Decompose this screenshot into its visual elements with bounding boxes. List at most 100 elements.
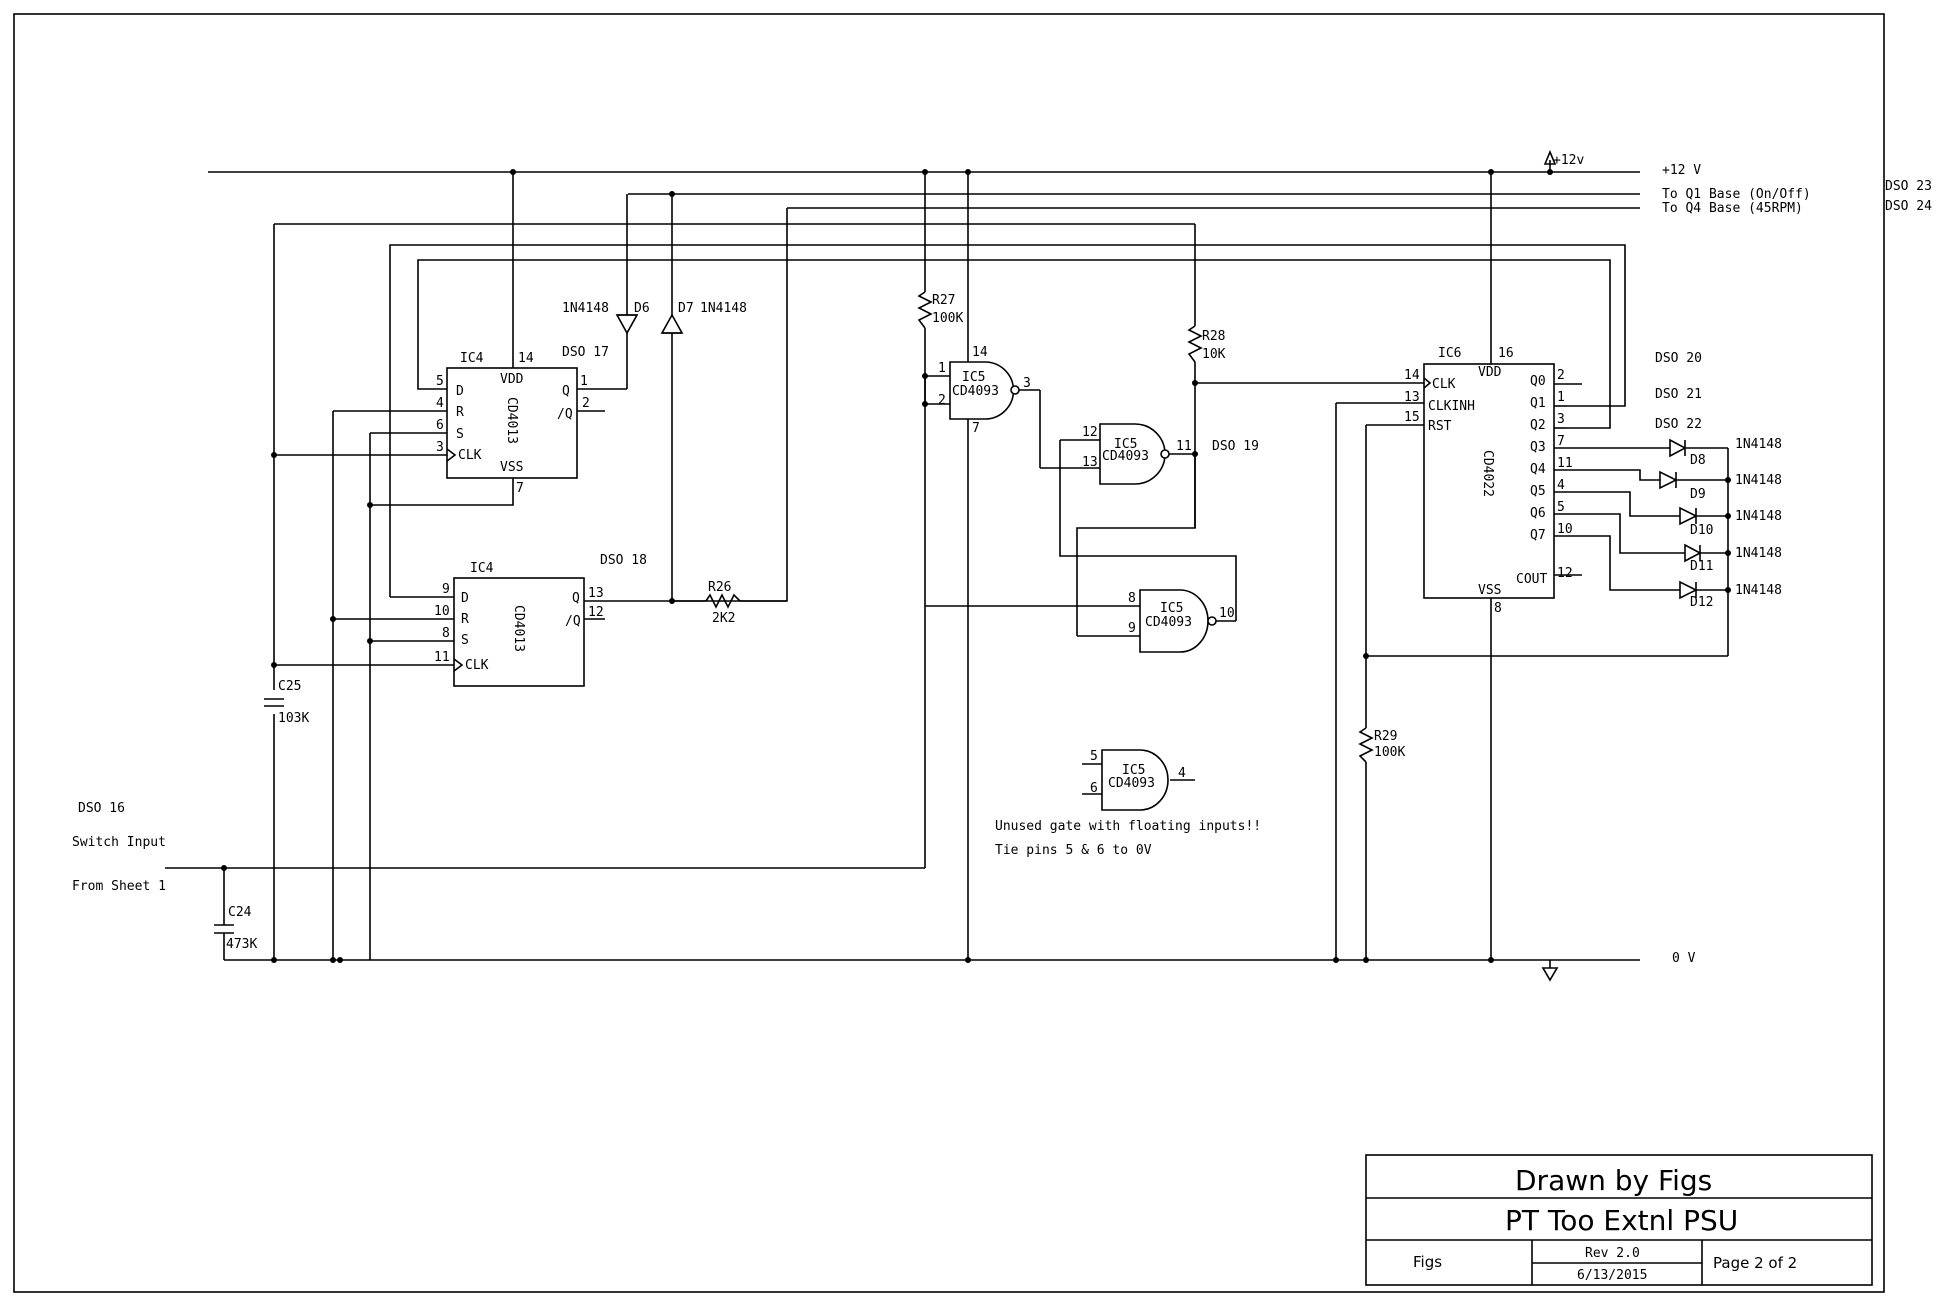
svg-text:D11: D11 — [1690, 559, 1713, 574]
resistor-r28: R28 10K — [1187, 325, 1226, 363]
svg-text:DSO 20: DSO 20 — [1655, 351, 1702, 366]
svg-text:Switch Input: Switch Input — [72, 835, 166, 850]
svg-text:CD4093: CD4093 — [952, 384, 999, 399]
svg-text:10K: 10K — [1202, 347, 1226, 362]
dso-23-label: DSO 23 — [1885, 179, 1932, 194]
svg-text:5: 5 — [1090, 749, 1098, 764]
ic5-gate-a: IC5 CD4093 1 2 3 14 7 — [925, 172, 1040, 960]
svg-text:3: 3 — [1557, 412, 1565, 427]
svg-text:4: 4 — [436, 396, 444, 411]
svg-text:CD4013: CD4013 — [511, 605, 526, 652]
svg-text:CLK: CLK — [1432, 377, 1456, 392]
drawing-title: PT Too Extnl PSU — [1505, 1204, 1738, 1237]
author: Figs — [1413, 1253, 1442, 1271]
svg-text:/Q: /Q — [557, 407, 573, 422]
diode-d7: D7 1N4148 — [660, 301, 747, 334]
svg-text:R28: R28 — [1202, 329, 1225, 344]
ic6-counter: IC6 16 VDD VSS 8 CD4022 CLK CLKINH RST 1… — [1336, 172, 1582, 960]
diode-d6: 1N4148 D6 — [562, 301, 650, 335]
ic5-gate-b: IC5 CD4093 12 13 11 — [1040, 423, 1195, 485]
q1-base-label: To Q1 Base (On/Off) — [1662, 187, 1811, 202]
svg-text:COUT: COUT — [1516, 572, 1547, 587]
wires-reset: R29 100K — [1335, 403, 1405, 960]
svg-text:D9: D9 — [1690, 487, 1706, 502]
svg-text:D: D — [461, 591, 469, 606]
wires-gates: DSO 19 — [924, 172, 1424, 868]
svg-text:1: 1 — [1557, 390, 1565, 405]
svg-text:IC4: IC4 — [470, 561, 494, 576]
svg-text:/Q: /Q — [565, 614, 581, 629]
svg-text:11: 11 — [1557, 456, 1573, 471]
ic5-gate-c: IC5 CD4093 8 9 10 — [925, 589, 1236, 653]
svg-text:3: 3 — [1023, 376, 1031, 391]
svg-text:RST: RST — [1428, 419, 1452, 434]
svg-text:2: 2 — [938, 393, 946, 408]
svg-text:14: 14 — [1404, 368, 1420, 383]
svg-text:CD4093: CD4093 — [1102, 449, 1149, 464]
svg-text:2K2: 2K2 — [712, 611, 735, 626]
svg-text:7: 7 — [972, 421, 980, 436]
svg-text:8: 8 — [1494, 601, 1502, 616]
svg-text:7: 7 — [1557, 434, 1565, 449]
svg-text:CD4022: CD4022 — [1480, 450, 1495, 497]
svg-text:IC6: IC6 — [1438, 346, 1461, 361]
svg-text:R27: R27 — [932, 293, 955, 308]
svg-text:6: 6 — [1090, 781, 1098, 796]
svg-text:2: 2 — [582, 396, 590, 411]
svg-text:Q: Q — [572, 591, 580, 606]
svg-text:1N4148: 1N4148 — [1735, 473, 1782, 488]
svg-text:1: 1 — [938, 361, 946, 376]
svg-text:1N4148: 1N4148 — [1735, 583, 1782, 598]
svg-text:C25: C25 — [278, 679, 301, 694]
svg-text:DSO 18: DSO 18 — [600, 553, 647, 568]
sheet-border — [13, 13, 1885, 1293]
rails: +12v +12 V To Q1 Base (On/Off) To Q4 Bas… — [208, 149, 1932, 982]
svg-text:4: 4 — [1178, 766, 1186, 781]
ic4-flipflop-a: IC4 14 DSO 17 D R S CLK VDD VSS Q /Q CD4… — [274, 345, 627, 496]
capacitor-c25: C25 103K — [264, 679, 309, 726]
q4-base-label: To Q4 Base (45RPM) — [1662, 201, 1803, 216]
svg-text:From Sheet 1: From Sheet 1 — [72, 879, 166, 894]
svg-text:1N4148: 1N4148 — [1735, 546, 1782, 561]
svg-text:IC4: IC4 — [460, 351, 484, 366]
revision: Rev 2.0 — [1585, 1246, 1640, 1261]
svg-text:12: 12 — [1557, 566, 1573, 581]
drawn-by: Drawn by Figs — [1515, 1164, 1712, 1197]
svg-text:100K: 100K — [932, 311, 963, 326]
svg-text:4: 4 — [1557, 478, 1565, 493]
svg-text:Q6: Q6 — [1530, 506, 1546, 521]
ic5-gate-unused: IC5 CD4093 5 6 4 — [1082, 749, 1195, 811]
svg-text:473K: 473K — [226, 937, 257, 952]
svg-text:14: 14 — [972, 345, 988, 360]
dso-24-label: DSO 24 — [1885, 199, 1932, 214]
svg-text:D6: D6 — [634, 301, 650, 316]
svg-text:9: 9 — [1128, 621, 1136, 636]
svg-text:CLKINH: CLKINH — [1428, 399, 1475, 414]
svg-text:DSO 21: DSO 21 — [1655, 387, 1702, 402]
svg-text:CD4013: CD4013 — [504, 397, 519, 444]
svg-text:12: 12 — [588, 605, 604, 620]
svg-text:10: 10 — [1557, 522, 1573, 537]
svg-text:IC5: IC5 — [1122, 763, 1145, 778]
switch-input: DSO 16 Switch Input From Sheet 1 C24 473… — [72, 801, 925, 960]
svg-text:8: 8 — [442, 626, 450, 641]
svg-text:D: D — [456, 384, 464, 399]
svg-text:11: 11 — [434, 650, 450, 665]
svg-text:Q7: Q7 — [1530, 528, 1546, 543]
svg-text:R29: R29 — [1374, 729, 1397, 744]
svg-text:Q5: Q5 — [1530, 484, 1546, 499]
junctions — [221, 169, 1731, 963]
note-line2: Tie pins 5 & 6 to 0V — [995, 843, 1152, 858]
svg-text:1N4148: 1N4148 — [1735, 509, 1782, 524]
svg-text:11: 11 — [1176, 439, 1192, 454]
svg-text:CLK: CLK — [458, 448, 482, 463]
svg-text:Q4: Q4 — [1530, 462, 1546, 477]
svg-text:Q3: Q3 — [1530, 440, 1546, 455]
svg-text:R: R — [461, 612, 469, 627]
svg-text:Q0: Q0 — [1530, 374, 1546, 389]
svg-text:Q: Q — [562, 384, 570, 399]
svg-text:VSS: VSS — [1478, 583, 1501, 598]
svg-text:VDD: VDD — [1478, 365, 1502, 380]
date: 6/13/2015 — [1577, 1268, 1647, 1283]
svg-text:16: 16 — [1498, 346, 1514, 361]
